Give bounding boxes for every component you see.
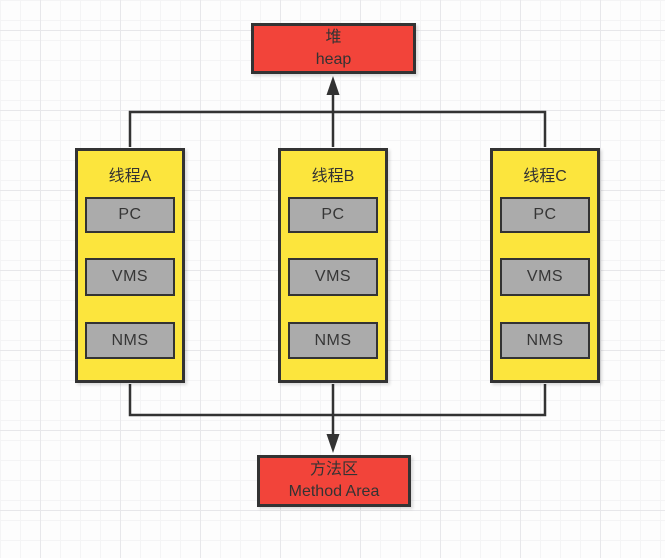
thread-c-slot-vms[interactable]: VMS (500, 258, 590, 296)
thread-b-slot-vms[interactable]: VMS (288, 258, 378, 296)
bottom-rail[interactable] (128, 384, 547, 417)
slot-label: PC (533, 206, 557, 223)
connector-threads-to-method-area[interactable] (128, 384, 547, 453)
thread-c-title: 线程C (523, 168, 567, 185)
slot-label: NMS (314, 331, 352, 349)
thread-c-node[interactable]: 线程C PC VMS NMS (490, 148, 600, 383)
slot-label: VMS (314, 268, 352, 285)
arrowhead-down-icon (326, 434, 340, 453)
connector-threads-to-heap[interactable] (128, 76, 547, 147)
method-area-label-zh: 方法区 (309, 461, 358, 478)
slot-label: NMS (526, 331, 564, 349)
heap-label-zh: 堆 (325, 28, 342, 46)
slot-label: VMS (526, 268, 564, 285)
slot-label: NMS (111, 331, 149, 349)
method-area-node[interactable]: 方法区 Method Area (257, 455, 411, 507)
thread-a-slot-pc[interactable]: PC (85, 197, 175, 233)
thread-b-slot-nms[interactable]: NMS (288, 322, 378, 359)
heap-node[interactable]: 堆 heap (251, 23, 416, 74)
thread-b-title: 线程B (311, 168, 355, 185)
thread-b-node[interactable]: 线程B PC VMS NMS (278, 148, 388, 383)
slot-label: PC (321, 206, 345, 223)
arrowhead-up-icon (326, 76, 340, 95)
top-rail[interactable] (128, 110, 547, 147)
thread-b-slot-pc[interactable]: PC (288, 197, 378, 233)
method-area-label-en: Method Area (288, 483, 380, 500)
thread-a-title: 线程A (108, 168, 152, 185)
heap-label-en: heap (315, 50, 352, 68)
thread-c-slot-nms[interactable]: NMS (500, 322, 590, 359)
thread-c-slot-pc[interactable]: PC (500, 197, 590, 233)
slot-label: PC (118, 206, 142, 223)
slot-label: VMS (111, 268, 149, 285)
thread-a-slot-vms[interactable]: VMS (85, 258, 175, 296)
thread-a-slot-nms[interactable]: NMS (85, 322, 175, 359)
thread-a-node[interactable]: 线程A PC VMS NMS (75, 148, 185, 383)
